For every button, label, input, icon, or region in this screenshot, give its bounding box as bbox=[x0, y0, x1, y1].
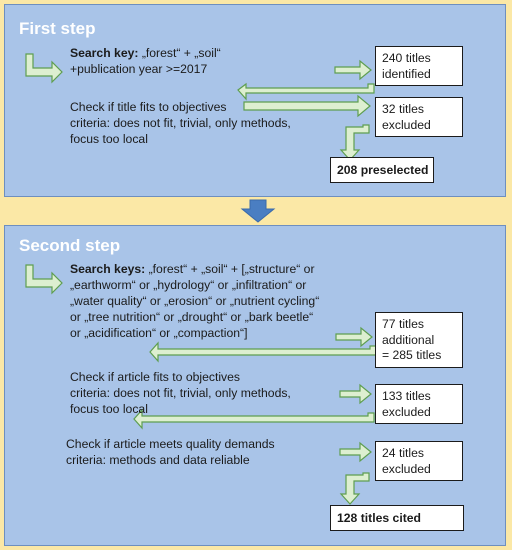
preselected-box: 208 preselected bbox=[330, 157, 434, 183]
excluded-box-1: 32 titles excluded bbox=[375, 97, 463, 137]
right-arrow-icon bbox=[334, 59, 372, 81]
search-keys-line-3: „water quality“ or „erosion“ or „nutrien… bbox=[70, 294, 320, 308]
check-article-text-3: focus too local bbox=[70, 402, 148, 416]
l-arrow-icon bbox=[25, 264, 63, 295]
first-step-title: First step bbox=[19, 19, 96, 38]
search-key-line: Search key: „forest“ + „soil“ bbox=[70, 46, 221, 62]
excluded-count-1: 32 titles bbox=[382, 102, 425, 116]
excluded-label-2: excluded bbox=[382, 404, 431, 419]
search-keys-line-4: or „tree nutrition“ or „drought“ or „bar… bbox=[70, 310, 314, 324]
additional-box: 77 titles additional = 285 titles bbox=[375, 312, 463, 368]
additional-total: = 285 titles bbox=[382, 348, 442, 362]
down-arrow-icon bbox=[339, 124, 370, 161]
identified-count: 240 titles bbox=[382, 51, 431, 65]
check-article-text-2: criteria: does not fit, trivial, only me… bbox=[70, 386, 291, 400]
identified-box: 240 titles identified bbox=[375, 46, 463, 86]
excluded-box-3: 24 titles excluded bbox=[375, 441, 463, 481]
check-title-text-2: criteria: does not fit, trivial, only me… bbox=[70, 116, 291, 130]
bent-arrow-icon bbox=[237, 82, 375, 101]
excluded-label-1: excluded bbox=[382, 117, 431, 132]
down-arrow-icon bbox=[339, 472, 370, 505]
excluded-count-3: 24 titles bbox=[382, 446, 425, 460]
additional-label: additional bbox=[382, 332, 435, 347]
check-title-text-1: Check if title fits to objectives bbox=[70, 100, 227, 114]
additional-count: 77 titles bbox=[382, 317, 425, 331]
search-key-terms: „forest“ + „soil“ bbox=[138, 46, 221, 60]
identified-label: identified bbox=[382, 66, 431, 81]
search-keys-line: Search keys: „forest“ + „soil“ + [„struc… bbox=[70, 262, 315, 278]
search-keys-line-2: „earthworm“ or „hydrology“ or „infiltrat… bbox=[70, 278, 307, 292]
bent-arrow-icon bbox=[149, 341, 377, 363]
excluded-count-2: 133 titles bbox=[382, 389, 431, 403]
search-key-label: Search key: bbox=[70, 46, 139, 60]
second-step-title: Second step bbox=[19, 236, 121, 255]
check-article-text-1: Check if article fits to objectives bbox=[70, 370, 241, 384]
down-arrow-icon bbox=[240, 199, 276, 223]
search-keys-line-5: or „acidification“ or „compaction“] bbox=[70, 326, 248, 340]
right-arrow-icon bbox=[339, 383, 372, 405]
publication-year-text: +publication year >=2017 bbox=[70, 62, 208, 76]
cited-box: 128 titles cited bbox=[330, 505, 464, 531]
quality-check-text-2: criteria: methods and data reliable bbox=[66, 453, 250, 467]
quality-check-text-1: Check if article meets quality demands bbox=[66, 437, 275, 451]
right-arrow-icon bbox=[243, 94, 371, 118]
excluded-box-2: 133 titles excluded bbox=[375, 384, 463, 424]
check-title-text-3: focus too local bbox=[70, 132, 148, 146]
l-arrow-icon bbox=[25, 53, 63, 84]
right-arrow-icon bbox=[335, 326, 373, 348]
excluded-label-3: excluded bbox=[382, 461, 431, 476]
bent-arrow-icon bbox=[133, 408, 375, 430]
right-arrow-icon bbox=[339, 441, 372, 463]
search-keys-label: Search keys: bbox=[70, 262, 146, 276]
search-keys-terms: „forest“ + „soil“ + [„structure“ or bbox=[145, 262, 315, 276]
